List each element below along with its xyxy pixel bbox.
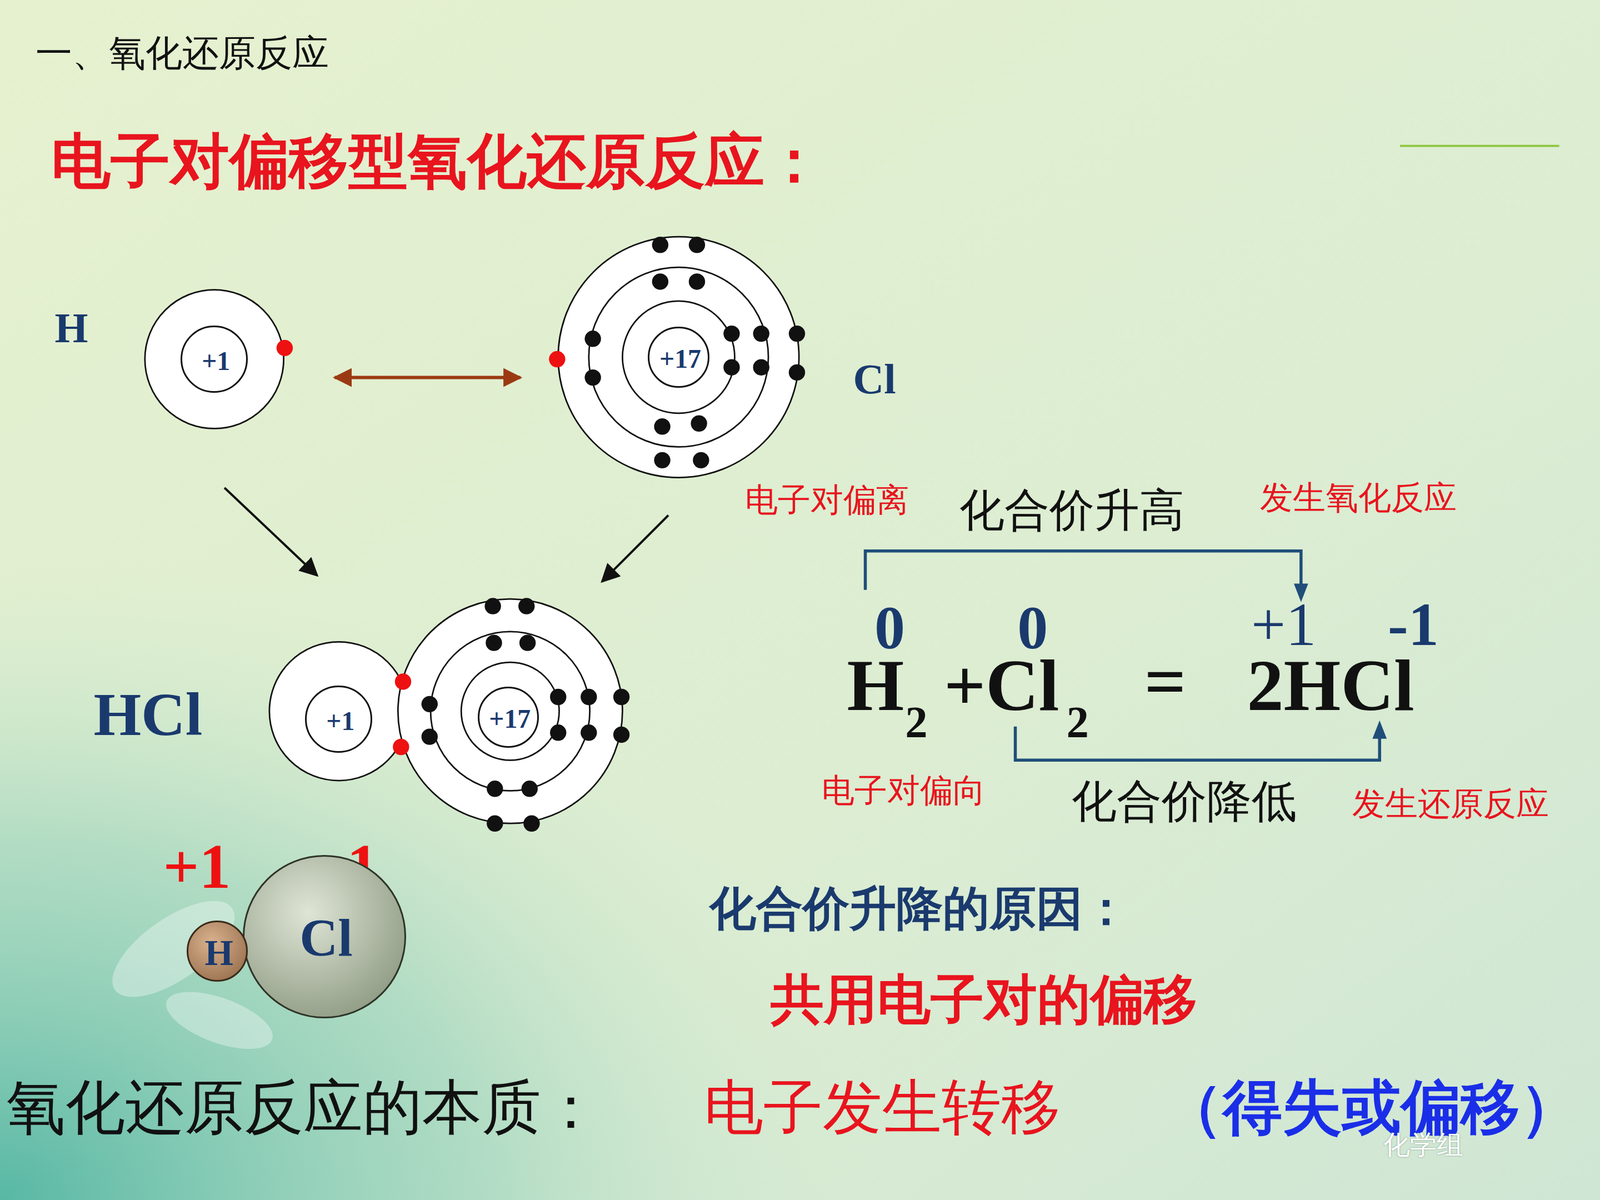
conclusion: 氧化还原反应的本质： bbox=[6, 1077, 601, 1138]
note: 电子对偏离 bbox=[745, 483, 909, 517]
note: 共用电子对的偏移 bbox=[770, 973, 1198, 1027]
electron bbox=[484, 597, 501, 614]
electron bbox=[688, 236, 705, 253]
electron bbox=[723, 325, 740, 342]
atom-label: HCl bbox=[93, 683, 203, 745]
node-label: +1 bbox=[201, 347, 230, 375]
subscript: 2 bbox=[905, 700, 928, 745]
electron bbox=[584, 369, 601, 386]
electron bbox=[518, 597, 535, 614]
arrow bbox=[602, 515, 669, 582]
electron bbox=[584, 330, 601, 347]
shared-electron bbox=[395, 673, 412, 690]
electron bbox=[653, 452, 670, 469]
node-label: +1 bbox=[326, 707, 355, 735]
arrow bbox=[334, 376, 520, 380]
electron bbox=[486, 780, 503, 797]
electron bbox=[688, 273, 705, 290]
shared-electron bbox=[276, 340, 293, 357]
atom-ball: H bbox=[186, 920, 248, 982]
equation-sign: = bbox=[1144, 645, 1187, 719]
note: 化合价升降的原因： bbox=[709, 884, 1130, 932]
note: 电子对偏向 bbox=[821, 774, 986, 808]
valence-number: +1 bbox=[1251, 593, 1317, 655]
nucleus: +17 bbox=[647, 326, 709, 388]
molecule: +1+17HCl bbox=[267, 597, 627, 833]
valence-number: -1 bbox=[1387, 593, 1439, 655]
electron bbox=[550, 724, 567, 741]
nucleus: +1 bbox=[180, 325, 248, 393]
equation-term: 2HCl bbox=[1246, 648, 1414, 723]
atom: +17Cl bbox=[558, 236, 799, 478]
electron bbox=[580, 688, 597, 705]
note: 发生氧化反应 bbox=[1260, 481, 1457, 515]
electron bbox=[523, 815, 540, 832]
subscript: 2 bbox=[1066, 700, 1089, 745]
electron bbox=[692, 452, 709, 469]
electrons bbox=[276, 236, 805, 832]
node-label: Cl bbox=[299, 911, 353, 965]
atom: +1H bbox=[145, 290, 284, 429]
electron-shell bbox=[588, 267, 769, 447]
shared-electron bbox=[548, 351, 565, 368]
shared-electron bbox=[392, 738, 409, 755]
electron bbox=[753, 325, 770, 342]
note: 化合价降低 bbox=[1071, 778, 1297, 824]
section-title: 一、氧化还原反应 bbox=[35, 34, 329, 72]
electron bbox=[652, 273, 669, 290]
note: 发生还原反应 bbox=[1352, 787, 1549, 821]
nucleus: +17 bbox=[477, 686, 539, 748]
equation-term: +Cl bbox=[943, 648, 1060, 723]
nucleus: +1 bbox=[305, 685, 373, 753]
atom-ball: Cl bbox=[242, 855, 407, 1019]
watermark: 化学组 bbox=[1383, 1131, 1464, 1159]
electron bbox=[653, 418, 670, 435]
note: 化合价升高 bbox=[959, 487, 1185, 533]
atom-label: Cl bbox=[853, 358, 897, 402]
electron bbox=[652, 236, 669, 253]
electron bbox=[753, 359, 770, 376]
electron bbox=[690, 415, 707, 432]
accent-line bbox=[1400, 145, 1560, 148]
electron bbox=[580, 724, 597, 741]
electron bbox=[613, 726, 630, 743]
electron-shell bbox=[430, 631, 590, 792]
charge-label: +1 bbox=[163, 835, 232, 899]
electron-shell bbox=[461, 662, 559, 760]
electron bbox=[723, 359, 740, 376]
conclusion: 电子发生转移 bbox=[703, 1077, 1061, 1138]
electron bbox=[521, 780, 538, 797]
electron bbox=[788, 325, 805, 342]
node-label: +17 bbox=[659, 345, 702, 373]
electron-shell bbox=[558, 236, 799, 478]
electron bbox=[421, 696, 438, 713]
atom-label: H bbox=[55, 307, 89, 350]
electron bbox=[788, 364, 805, 381]
node-label: +17 bbox=[488, 705, 531, 733]
electron bbox=[485, 634, 502, 651]
electron-shell bbox=[269, 641, 409, 781]
electron bbox=[613, 688, 630, 705]
electron-shell bbox=[145, 290, 284, 429]
electron bbox=[421, 728, 438, 745]
electron-shell bbox=[397, 598, 623, 824]
conclusion: （得失或偏移） bbox=[1163, 1077, 1580, 1138]
equation-term: H bbox=[846, 648, 904, 723]
electron bbox=[550, 688, 567, 705]
heading: 电子对偏移型氧化还原反应： bbox=[51, 131, 824, 192]
arrow bbox=[224, 487, 318, 576]
electron bbox=[486, 815, 503, 832]
node-label: H bbox=[204, 934, 233, 972]
electron-shell bbox=[622, 301, 735, 414]
electron bbox=[519, 634, 536, 651]
